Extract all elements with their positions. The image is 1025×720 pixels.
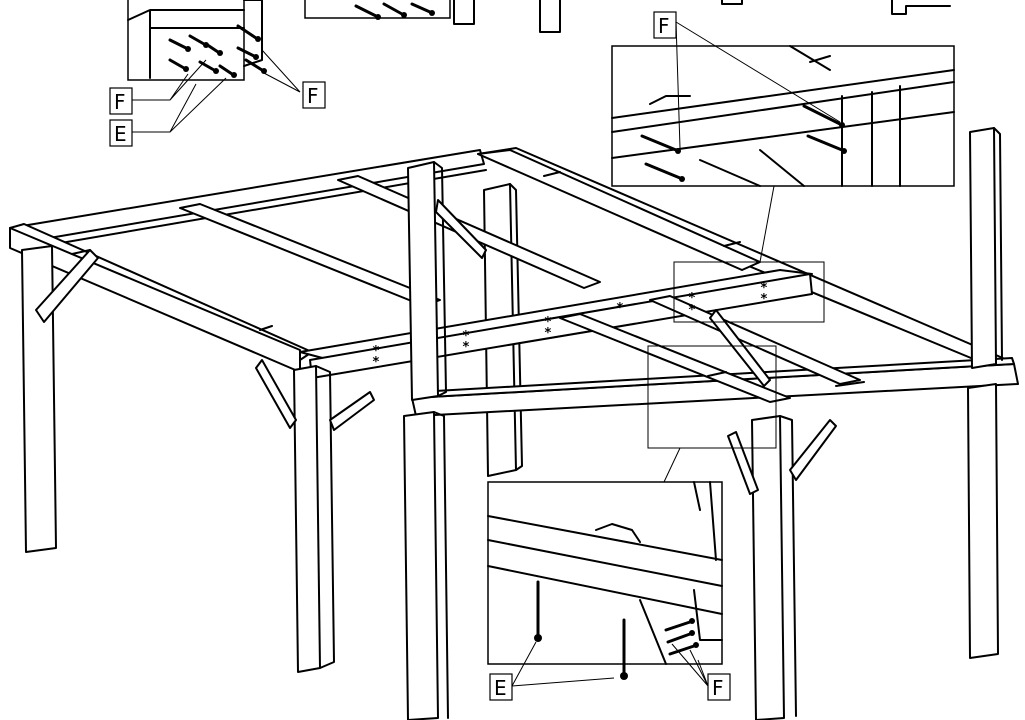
inset-top-left-corner-joint: F F E bbox=[109, 0, 326, 147]
inset-bottom-joint-detail: E F bbox=[487, 481, 731, 701]
label-e-2: E bbox=[494, 676, 507, 700]
inset-top-left-screws bbox=[168, 24, 267, 78]
post-front-right bbox=[751, 415, 785, 720]
fastener-marks: * * * * * * * * * * * bbox=[372, 281, 768, 370]
asterisk-7: * bbox=[616, 301, 624, 316]
inset-bottom-diagonal bbox=[639, 599, 667, 665]
pergola-frame: * * * * * * * * * * * bbox=[9, 127, 1019, 720]
post-stub-2 bbox=[539, 0, 561, 33]
brace-front-right-2 bbox=[789, 419, 837, 481]
inset-top-right-cross bbox=[789, 45, 901, 187]
label-f-2: F bbox=[114, 90, 126, 114]
post-stub-1 bbox=[453, 0, 475, 25]
asterisk-6: * bbox=[544, 326, 552, 341]
inset-top-left-leader-f-right bbox=[261, 49, 301, 93]
inset-top-right-leader-f bbox=[675, 21, 841, 149]
label-e-1: E bbox=[114, 122, 127, 146]
asterisk-2: * bbox=[372, 355, 380, 370]
label-f-box-4 bbox=[707, 673, 731, 701]
post-middle-left bbox=[293, 365, 321, 673]
inset-bottom-screws bbox=[534, 580, 699, 680]
asterisk-9: * bbox=[688, 303, 696, 318]
label-e-box-2 bbox=[489, 673, 513, 701]
post-back-right-tall-side bbox=[993, 127, 1003, 361]
asterisk-5: * bbox=[544, 315, 552, 330]
inset-top-right-plates bbox=[649, 55, 831, 105]
inset-bottom-beam bbox=[487, 515, 723, 615]
inset-bottom-leader-f bbox=[671, 643, 709, 687]
inset-top-right-diagonals bbox=[699, 149, 805, 187]
joist-right-2 bbox=[649, 295, 861, 385]
brace-tall-center bbox=[435, 199, 487, 259]
inset-top-right-joint-detail: F bbox=[611, 11, 955, 187]
brace-front-left bbox=[35, 249, 99, 323]
post-front-center-side bbox=[433, 411, 449, 719]
inset-bottom-plate bbox=[595, 523, 641, 543]
inset-bottom-post bbox=[693, 481, 723, 641]
post-front-left bbox=[21, 245, 57, 553]
post-right-lower bbox=[967, 383, 999, 659]
callout-leader-top bbox=[759, 185, 775, 263]
joist-left-1 bbox=[179, 203, 441, 307]
brace-middle-left bbox=[255, 359, 297, 429]
brace-center-right bbox=[709, 309, 771, 387]
inset-top-left-leader-f-left bbox=[130, 59, 207, 101]
label-e-box-1 bbox=[109, 119, 133, 147]
callout-box-joint-bottom bbox=[647, 345, 777, 449]
label-f-box-3 bbox=[653, 11, 677, 39]
inset-top-left-leader-e bbox=[130, 77, 227, 133]
inset-top-right-frame bbox=[611, 45, 955, 187]
label-f-4: F bbox=[712, 676, 724, 700]
label-f-box-2 bbox=[109, 87, 133, 115]
asterisk-11: * bbox=[760, 292, 768, 307]
asterisk-10: * bbox=[760, 281, 768, 296]
connector-plates bbox=[71, 171, 865, 387]
asterisk-4: * bbox=[462, 340, 470, 355]
post-middle-left-side bbox=[315, 365, 335, 669]
post-front-right-side bbox=[779, 415, 797, 717]
joist-right-1 bbox=[559, 313, 791, 403]
inset-top-right-beam bbox=[611, 69, 955, 159]
inset-top-left-beam bbox=[127, 9, 245, 79]
post-front-center bbox=[403, 411, 439, 720]
top-center-partial-views bbox=[304, 0, 951, 33]
label-f-1: F bbox=[307, 84, 319, 108]
post-tall-center bbox=[407, 161, 439, 401]
callout-box-joint-top bbox=[673, 261, 825, 323]
inset-top-right-screws bbox=[640, 104, 847, 182]
post-stub-4 bbox=[891, 0, 951, 15]
callout-leader-bottom bbox=[663, 447, 681, 483]
brace-middle-left-2 bbox=[329, 391, 375, 431]
post-tall-center-side bbox=[433, 161, 447, 397]
asterisk-1: * bbox=[372, 344, 380, 359]
label-f-3: F bbox=[658, 14, 670, 38]
post-stub-3 bbox=[721, 0, 743, 5]
post-back-right-tall bbox=[969, 127, 997, 369]
label-f-box-1 bbox=[302, 81, 326, 109]
inset-bottom-leader-e bbox=[511, 641, 615, 687]
asterisk-8: * bbox=[688, 291, 696, 306]
asterisk-3: * bbox=[462, 329, 470, 344]
